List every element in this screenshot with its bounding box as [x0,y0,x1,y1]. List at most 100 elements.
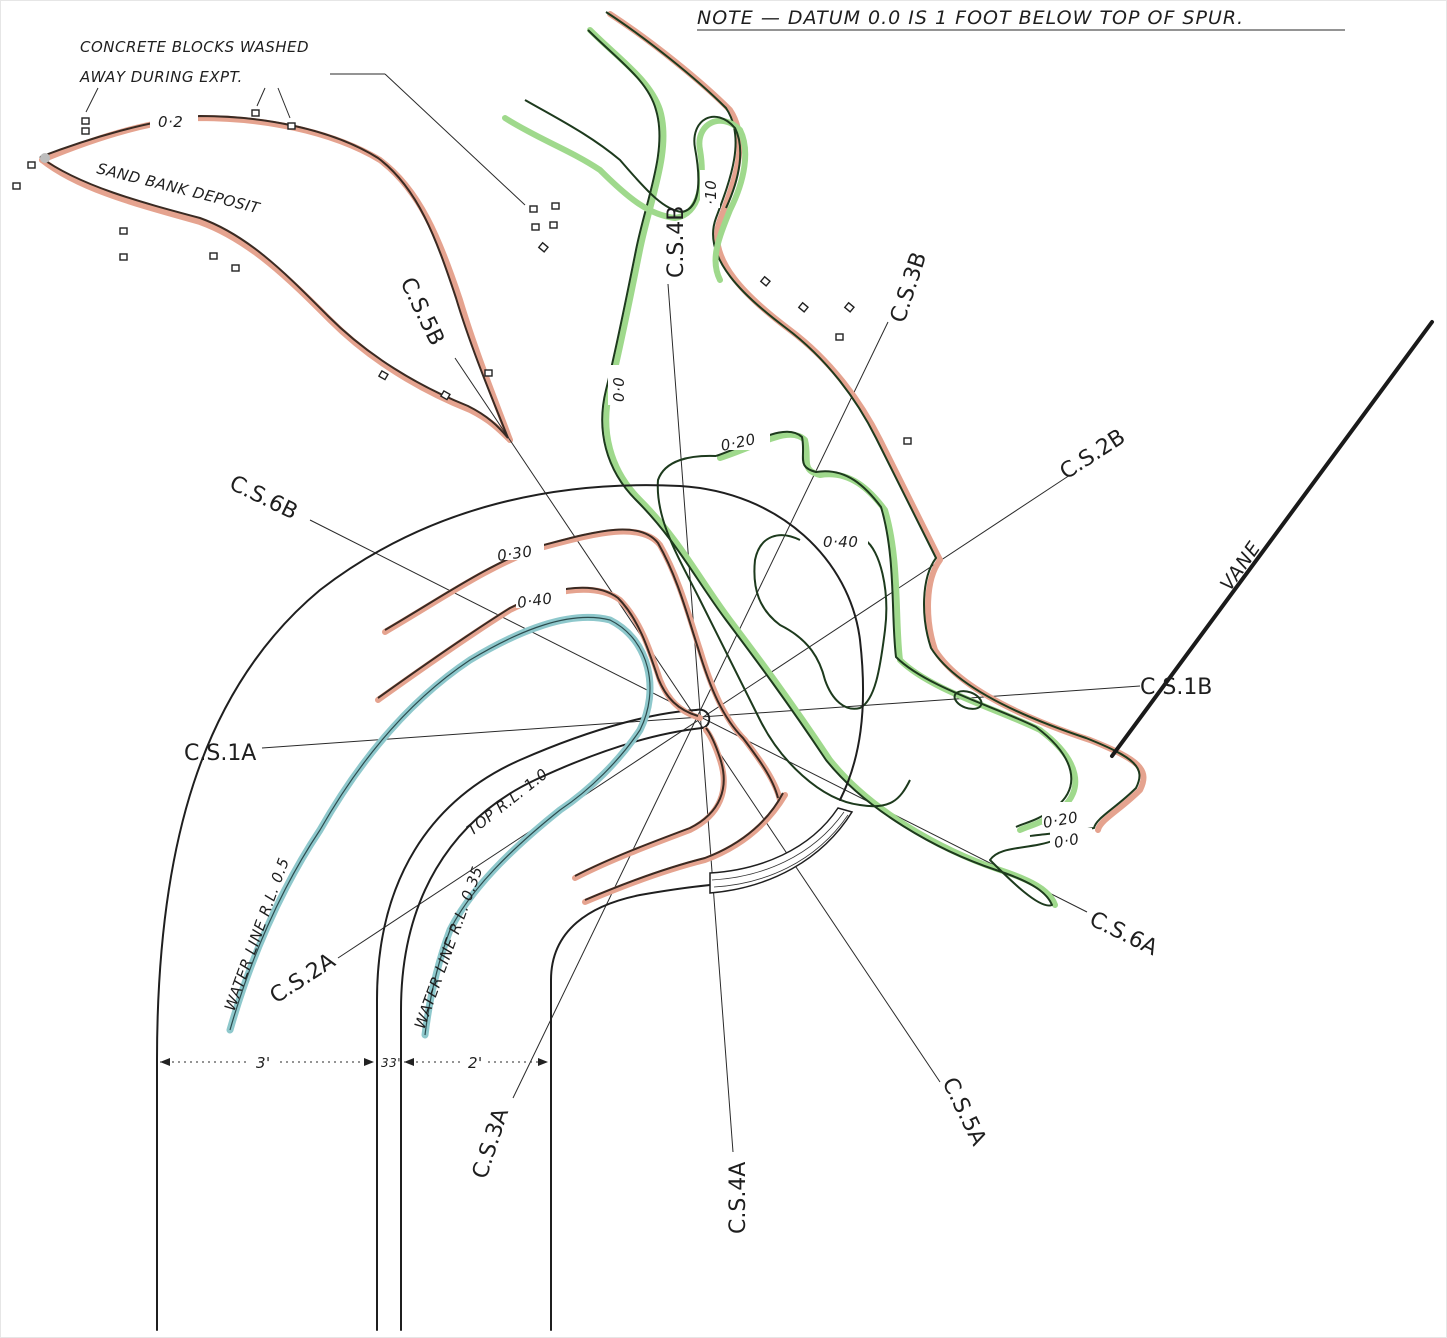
contour-label-0-40-right: 0·40 [823,533,858,551]
concrete-block [759,275,771,287]
dim-arrow [364,1058,374,1066]
concrete-block [81,127,90,135]
sand-bank-label: SAND BANK DEPOSIT [95,159,263,217]
blocks-note-line1: CONCRETE BLOCKS WASHED [80,38,309,56]
label-bg [516,584,566,608]
blocks-arrow-1 [85,87,99,113]
concrete-block [843,301,855,313]
label-bg [462,1050,488,1072]
contour-1-0-wash [502,115,749,283]
scour-contours: 0·30 0·40 [375,528,788,905]
sand-bank-tip [40,153,50,163]
concrete-block [551,202,560,210]
blocks-arrow-2 [256,87,266,107]
cs1b-label: C.S.1B [1140,675,1212,700]
concrete-block [119,227,128,235]
cs5a-label: C.S.5A [937,1074,991,1150]
concrete-block [537,241,549,253]
sand-bank-contour-lower-wash [39,157,513,443]
vane-line [1110,320,1434,758]
contour-downstream-0-30-wash [582,792,788,905]
blocks-arrow-3 [277,87,291,119]
label-bg [720,428,770,450]
contour-label-0-0-right: 0·0 [1053,830,1081,852]
concrete-block [484,369,493,377]
contour-downstream-0-30 [584,792,784,901]
label-bg [608,365,628,405]
sand-bank-deposit: 0·2 SAND BANK DEPOSIT [39,108,513,443]
label-bg [496,536,544,560]
blocks-note-line2: AWAY DURING EXPT. [79,68,243,86]
contour-label-0-0-left: 0·0 [610,377,628,402]
sand-label-bg [150,108,198,130]
spur-nose [695,708,711,729]
spur-wall-inner [400,727,703,1331]
concrete-block [835,333,844,341]
dim-outer-label: 3' [256,1054,271,1072]
dim-arrow [160,1058,170,1066]
blocks-leader-diag [384,73,526,206]
brick-apron-courses [711,811,849,888]
contour-label-1-0: ·10 [702,180,720,205]
concrete-block [27,161,36,169]
concrete-block [549,221,558,229]
contour-0-0-left-wash [587,27,1058,908]
datum-note: NOTE — DATUM 0.0 IS 1 FOOT BELOW TOP OF … [697,7,1345,31]
concrete-block [287,122,296,130]
dim-arrow [538,1058,548,1066]
concrete-block [81,117,90,125]
brick-apron [709,807,854,894]
contour-0-30 [384,528,779,799]
concrete-block [251,109,260,117]
label-bg [700,170,720,208]
cs4b-label: C.S.4B [664,206,689,278]
channel-dimensions: 3' 33' 2' [160,1050,548,1072]
water-line-inner-label: WATER LINE R.L. 0.35 [411,864,487,1032]
contour-0-20-lower [656,454,911,808]
contour-0-0-left [587,29,1056,907]
dim-inner-label: 2' [468,1054,483,1072]
concrete-blocks [12,109,912,445]
contour-0-40-right [753,534,888,710]
concrete-blocks-annotation: CONCRETE BLOCKS WASHED AWAY DURING EXPT. [79,38,526,206]
sand-contour-label: 0·2 [158,113,183,131]
concrete-block [531,223,540,231]
cs3a-label: C.S.3A [468,1105,514,1182]
cs2a-label: C.S.2A [266,949,340,1009]
cs4a-label: C.S.4A [726,1162,751,1234]
contour-0-20-wash [717,431,1079,833]
concrete-block [903,437,912,445]
concrete-block [209,252,218,260]
cs6b-label: C.S.6B [225,471,301,525]
cs2b-label: C.S.2B [1056,425,1130,485]
datum-note-text: NOTE — DATUM 0.0 IS 1 FOOT BELOW TOP OF … [697,7,1244,29]
contour-0-20 [715,430,1073,828]
dim-arrow [404,1058,414,1066]
contour-0-0-right-wash [607,11,1147,833]
concrete-block [231,264,240,272]
cs1a-label: C.S.1A [184,741,256,766]
contour-0-40-pocket [953,690,983,710]
vane-label: VANE [1216,537,1266,595]
cs6a-label: C.S.6A [1085,907,1161,961]
contour-1-0 [524,99,742,213]
inner-bank-line [550,884,711,1331]
label-bg [1050,828,1092,848]
label-bg [250,1050,280,1072]
concrete-block [119,253,128,261]
contour-label-0-40-left: 0·40 [516,589,554,612]
concrete-block [12,182,21,190]
dim-wall-label: 33' [381,1056,401,1070]
cs2-line [337,474,1071,959]
contour-0-40-left [377,586,699,717]
outer-bank-line [156,484,865,1331]
water-lines: WATER LINE R.L. 0.5 WATER LINE R.L. 0.35… [221,613,654,1039]
sand-bank-contour-lower [39,156,509,439]
contour-label-0-30: 0·30 [496,542,534,565]
cs3b-label: C.S.3B [886,249,932,326]
concrete-block [377,369,389,381]
contour-0-0-right [605,11,1141,837]
contour-downstream-0-40 [574,727,725,877]
contour-label-0-20-right: 0·20 [1042,808,1080,832]
